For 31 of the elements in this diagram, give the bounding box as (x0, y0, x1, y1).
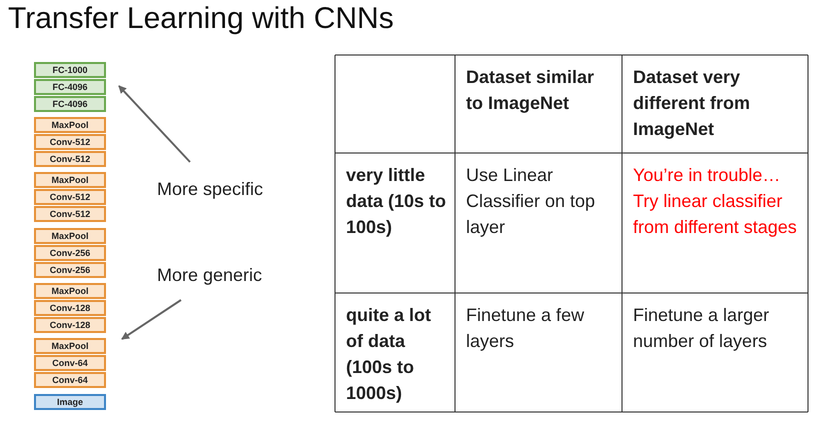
layer-box: Conv-128 (34, 300, 106, 316)
cell-text: Try linear classifier from different stages (633, 190, 798, 239)
column-header: Dataset similar to ImageNet (466, 66, 596, 115)
layer-box: Conv-512 (34, 189, 106, 205)
side-note: More generic (157, 264, 264, 287)
layer-box: Conv-64 (34, 372, 106, 388)
layer-box: Image (34, 394, 106, 410)
row-header: very little data (10s to 100s) (346, 164, 448, 239)
layer-box: MaxPool (34, 283, 106, 299)
side-note: More specific (157, 178, 264, 201)
layer-box: MaxPool (34, 338, 106, 354)
slide-title: Transfer Learning with CNNs (8, 2, 394, 36)
row-header: quite a lot of data (100s to 1000s) (346, 304, 432, 405)
layer-box: FC-4096 (34, 96, 106, 112)
layer-box: FC-4096 (34, 79, 106, 95)
layer-box: Conv-128 (34, 317, 106, 333)
cell-text: Finetune a larger number of layers (633, 304, 770, 353)
layer-box: Conv-512 (34, 151, 106, 167)
cell-text: Finetune a few layers (466, 304, 586, 353)
layer-box: Conv-64 (34, 355, 106, 371)
cell-text: You’re in trouble… (633, 164, 782, 187)
layer-box: Conv-256 (34, 245, 106, 261)
column-header: Dataset very different from ImageNet (633, 66, 751, 141)
layer-box: MaxPool (34, 228, 106, 244)
layer-box: Conv-512 (34, 134, 106, 150)
cell-text: Use Linear Classifier on top layer (466, 164, 596, 239)
layer-box: MaxPool (34, 172, 106, 188)
layer-box: Conv-256 (34, 262, 106, 278)
layer-box: Conv-512 (34, 206, 106, 222)
layer-box: MaxPool (34, 117, 106, 133)
layer-box: FC-1000 (34, 62, 106, 78)
